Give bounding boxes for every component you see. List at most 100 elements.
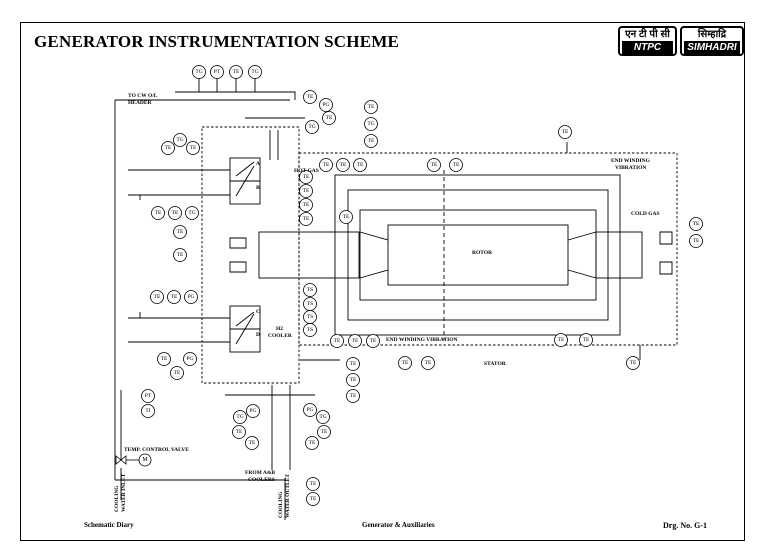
cooler-letters: A B C D: [256, 161, 260, 338]
instrument-bubble: [150, 290, 164, 304]
footer-right: Drg. No. G-1: [663, 521, 707, 530]
instrument-bubble: [305, 120, 319, 134]
instrument-tg: TG: [316, 410, 330, 424]
cooler-letter-d: D: [256, 332, 260, 338]
cooling-water-inlet-label-2: WATER INLET: [121, 473, 127, 512]
instrument-bubble: [157, 352, 171, 366]
instrument-tag: TE: [326, 115, 333, 121]
instrument-tg: TG: [364, 117, 378, 131]
instrument-tg: TG: [192, 65, 206, 79]
instrument-bubble: [299, 184, 313, 198]
instrument-te: TE: [579, 333, 593, 347]
ntpc-logo: एन टी पी सी NTPC: [618, 26, 677, 56]
instrument-te: TE: [427, 158, 441, 172]
instrument-te: TE: [306, 492, 320, 506]
diagram-labels: TO CW O/L HEADER HOT GAS END WINDING VIB…: [114, 93, 660, 518]
instrument-te: TE: [229, 65, 243, 79]
simhadri-logo-hindi: सिम्हाद्रि: [697, 29, 727, 40]
instrument-tag: TE: [190, 145, 197, 151]
instrument-tag: TE: [693, 221, 700, 227]
h2-cooler-label-2: COOLER: [268, 333, 293, 339]
instrument-tag: TE: [171, 294, 178, 300]
instrument-te: TE: [299, 170, 313, 184]
instrument-tag: TE: [350, 377, 357, 383]
instrument-pg: PG: [319, 98, 333, 112]
instrument-bubble: [173, 133, 187, 147]
instrument-tag: TG: [176, 137, 183, 143]
instrument-bubble: [421, 356, 435, 370]
instrument-te: TE: [330, 334, 344, 348]
instrument-bubble: [299, 170, 313, 184]
instrument-te: TE: [150, 290, 164, 304]
instrument-bubble: [346, 373, 360, 387]
hot-gas-label: HOT GAS: [294, 168, 319, 174]
instrument-bubble: [246, 404, 260, 418]
cooler-letter-a: A: [256, 161, 260, 167]
instrument-tg: TG: [305, 120, 319, 134]
h2-cooler-label-1: H2: [276, 326, 283, 332]
instrument-tag: TE: [309, 440, 316, 446]
instrument-tg: TG: [185, 206, 199, 220]
instrument-tag: PG: [322, 102, 329, 108]
instrument-tag: TE: [303, 202, 310, 208]
instrument-te: TE: [339, 210, 353, 224]
cooler-letter-c: C: [256, 309, 260, 315]
instrument-te: TE: [167, 290, 181, 304]
instrument-tag: TE: [370, 338, 377, 344]
instrument-bubble: [210, 65, 224, 79]
instrument-te: TE: [554, 333, 568, 347]
instrument-tag: TE: [402, 360, 409, 366]
instrument-tag: TE: [453, 162, 460, 168]
instrument-tag: TG: [308, 124, 315, 130]
instrument-tg: TG: [173, 133, 187, 147]
instrument-te: TE: [558, 125, 572, 139]
instrument-bubble: [316, 410, 330, 424]
instrument-bubble: [303, 90, 317, 104]
instrument-bubble: [398, 356, 412, 370]
instrument-tag: TE: [630, 360, 637, 366]
instrument-bubble: [689, 217, 703, 231]
from-aab-coolers-label-2: COOLERS: [248, 477, 275, 483]
instrument-bubble: [186, 141, 200, 155]
instrument-ts: TS: [303, 297, 317, 311]
instrument-te: TE: [689, 234, 703, 248]
instrument-tag: TE: [177, 229, 184, 235]
instrument-bubble: [183, 352, 197, 366]
instrument-tag: TE: [310, 496, 317, 502]
instrument-bubble: [167, 290, 181, 304]
ntpc-logo-english: NTPC: [622, 41, 673, 54]
instrument-bubble: [232, 425, 246, 439]
instrument-tag: TG: [188, 210, 195, 216]
cooler-letter-b: B: [256, 185, 260, 191]
instrument-bubble: [346, 357, 360, 371]
instrument-tag: TS: [307, 301, 313, 307]
instrument-tag: TE: [583, 337, 590, 343]
cooling-water-outlet-label-2: WATER OUTLET: [285, 474, 291, 518]
stator-label: STATOR: [484, 361, 507, 367]
instrument-tag: TE: [310, 481, 317, 487]
instrument-bubble: [170, 366, 184, 380]
instrument-te: TE: [173, 225, 187, 239]
instrument-bubble: [346, 389, 360, 403]
instrument-bubble: [233, 410, 247, 424]
instrument-tag: TE: [343, 214, 350, 220]
instrument-tag: TE: [161, 356, 168, 362]
instrument-te: TE: [306, 477, 320, 491]
to-cw-header-label-1: TO CW O/L: [128, 93, 158, 99]
instrument-tag: TE: [558, 337, 565, 343]
instrument-tag: TE: [340, 162, 347, 168]
instrument-bubble: [558, 125, 572, 139]
instrument-pg: PG: [184, 290, 198, 304]
instrument-te: TE: [336, 158, 350, 172]
instrument-bubble: [185, 206, 199, 220]
instrument-tag: TG: [195, 69, 202, 75]
instrument-tag: TG: [236, 414, 243, 420]
instrument-tag: PG: [249, 408, 256, 414]
instrument-bubble: [364, 134, 378, 148]
instrument-pt: PT: [141, 389, 155, 403]
instrument-tag: PT: [214, 69, 221, 75]
instrument-te: TE: [319, 158, 333, 172]
instrument-tag: TE: [172, 210, 179, 216]
instrument-te: TE: [348, 334, 362, 348]
